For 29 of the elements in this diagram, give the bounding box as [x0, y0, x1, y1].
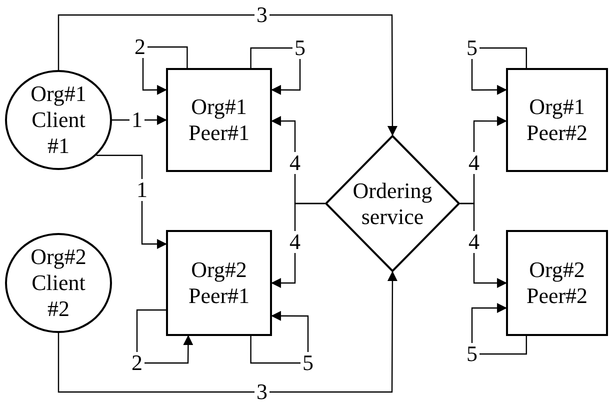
- node-label: Org#1 Peer#1: [187, 94, 251, 146]
- arrow: [112, 115, 167, 125]
- arrow: [58, 271, 398, 393]
- arrow: [58, 14, 398, 136]
- decision-diamond: [325, 135, 460, 272]
- edge-label: 4: [466, 231, 482, 253]
- arrow: [460, 202, 507, 288]
- arrow: [96, 154, 167, 249]
- edge-label: 4: [288, 231, 302, 253]
- node-label: Org#2 Peer#1: [187, 257, 251, 309]
- arrow: [142, 46, 188, 95]
- node-label: Org#1 Client #1: [30, 81, 88, 159]
- process-box: [166, 230, 272, 336]
- process-box: [506, 230, 608, 336]
- node-label: Org#2 Peer#2: [525, 257, 589, 309]
- node-label: Org#2 Client #2: [30, 244, 88, 322]
- arrow: [250, 310, 309, 364]
- edge-label: 2: [132, 36, 148, 58]
- process-box: [506, 68, 608, 172]
- arrow: [471, 303, 527, 355]
- arrow: [250, 47, 301, 95]
- node-label: Org#1 Peer#2: [525, 94, 589, 146]
- edge-label: 4: [466, 152, 482, 174]
- arrow: [471, 47, 527, 95]
- edge-label: 4: [288, 152, 302, 174]
- arrow: [136, 309, 194, 364]
- arrow: [271, 202, 325, 288]
- node-label: Ordering service: [352, 178, 434, 230]
- process-box: [166, 68, 272, 172]
